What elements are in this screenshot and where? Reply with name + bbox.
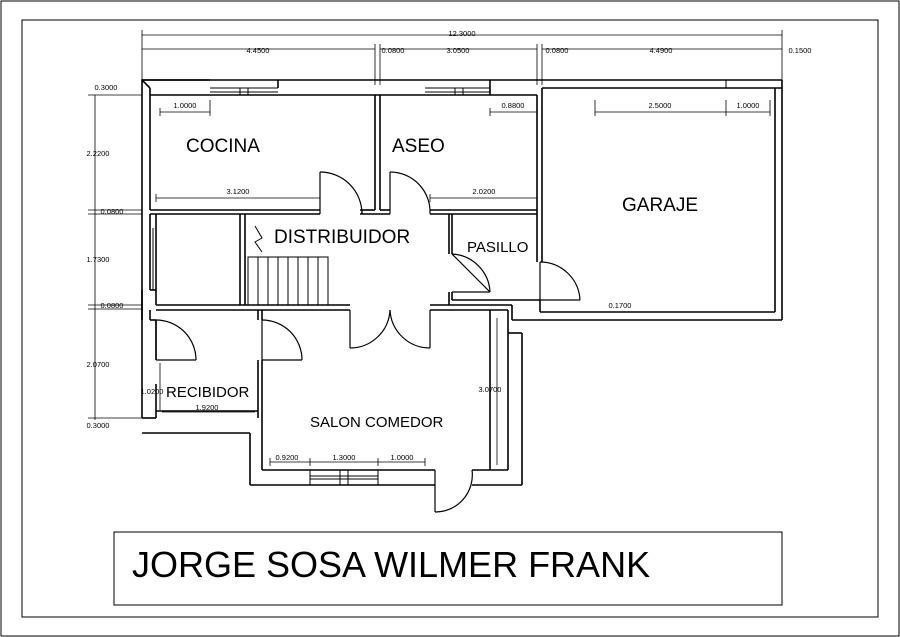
- dim-total-width: 12.3000: [448, 29, 475, 38]
- dim-recibidor-1020: 1.0200: [141, 387, 164, 396]
- room-label-salon-comedor: SALON COMEDOR: [310, 414, 444, 431]
- dim-left-0080-a: 0.0800: [101, 207, 124, 216]
- doors: [155, 171, 581, 513]
- room-label-pasillo: PASILLO: [467, 239, 528, 256]
- dim-garage-1000: 1.0000: [737, 101, 760, 110]
- dim-left-0080-b: 0.0800: [101, 301, 124, 310]
- dim-garage-2500: 2.5000: [649, 101, 672, 110]
- dim-top-wall: 0.3000: [95, 83, 118, 92]
- walls: [141, 79, 783, 486]
- dim-garaje-width: 4.4900: [650, 46, 673, 55]
- dim-aseo-window-offset: 0.8800: [502, 101, 525, 110]
- dim-salon-1000: 1.0000: [391, 453, 414, 462]
- dim-bottom-wall: 0.3000: [87, 421, 110, 430]
- dim-recibidor-1920: 1.9200: [196, 403, 219, 412]
- dim-wall-right: 0.1500: [789, 46, 812, 55]
- dim-wall-2: 0.0800: [546, 46, 569, 55]
- inner-dimensions: [155, 100, 771, 466]
- dim-salon-0920: 0.9200: [276, 453, 299, 462]
- room-label-cocina: COCINA: [186, 136, 260, 157]
- top-dimensions: [88, 30, 783, 420]
- dim-salon-1300: 1.3000: [333, 453, 356, 462]
- dim-garage-0170: 0.1700: [609, 301, 632, 310]
- sheet-inner-border: [21, 19, 879, 618]
- dim-left-1730: 1.7300: [87, 255, 110, 264]
- dim-cocina-width: 4.4500: [247, 46, 270, 55]
- room-label-garaje: GARAJE: [622, 195, 698, 216]
- title-block-name: JORGE SOSA WILMER FRANK: [132, 544, 650, 585]
- room-label-aseo: ASEO: [392, 136, 445, 157]
- title-block-frame: [113, 531, 783, 606]
- dim-left-2220: 2.2200: [87, 149, 110, 158]
- dim-aseo-width: 3.0500: [447, 46, 470, 55]
- dim-kitchen-window-offset: 1.0000: [174, 101, 197, 110]
- dim-kitchen-3120: 3.1200: [227, 187, 250, 196]
- dim-aseo-2020: 2.0200: [473, 187, 496, 196]
- dim-wall-1: 0.0800: [382, 46, 405, 55]
- room-label-recibidor: RECIBIDOR: [166, 384, 250, 401]
- dim-left-2070: 2.0700: [87, 360, 110, 369]
- room-label-distribuidor: DISTRIBUIDOR: [274, 227, 410, 248]
- dim-salon-3070: 3.0700: [479, 385, 502, 394]
